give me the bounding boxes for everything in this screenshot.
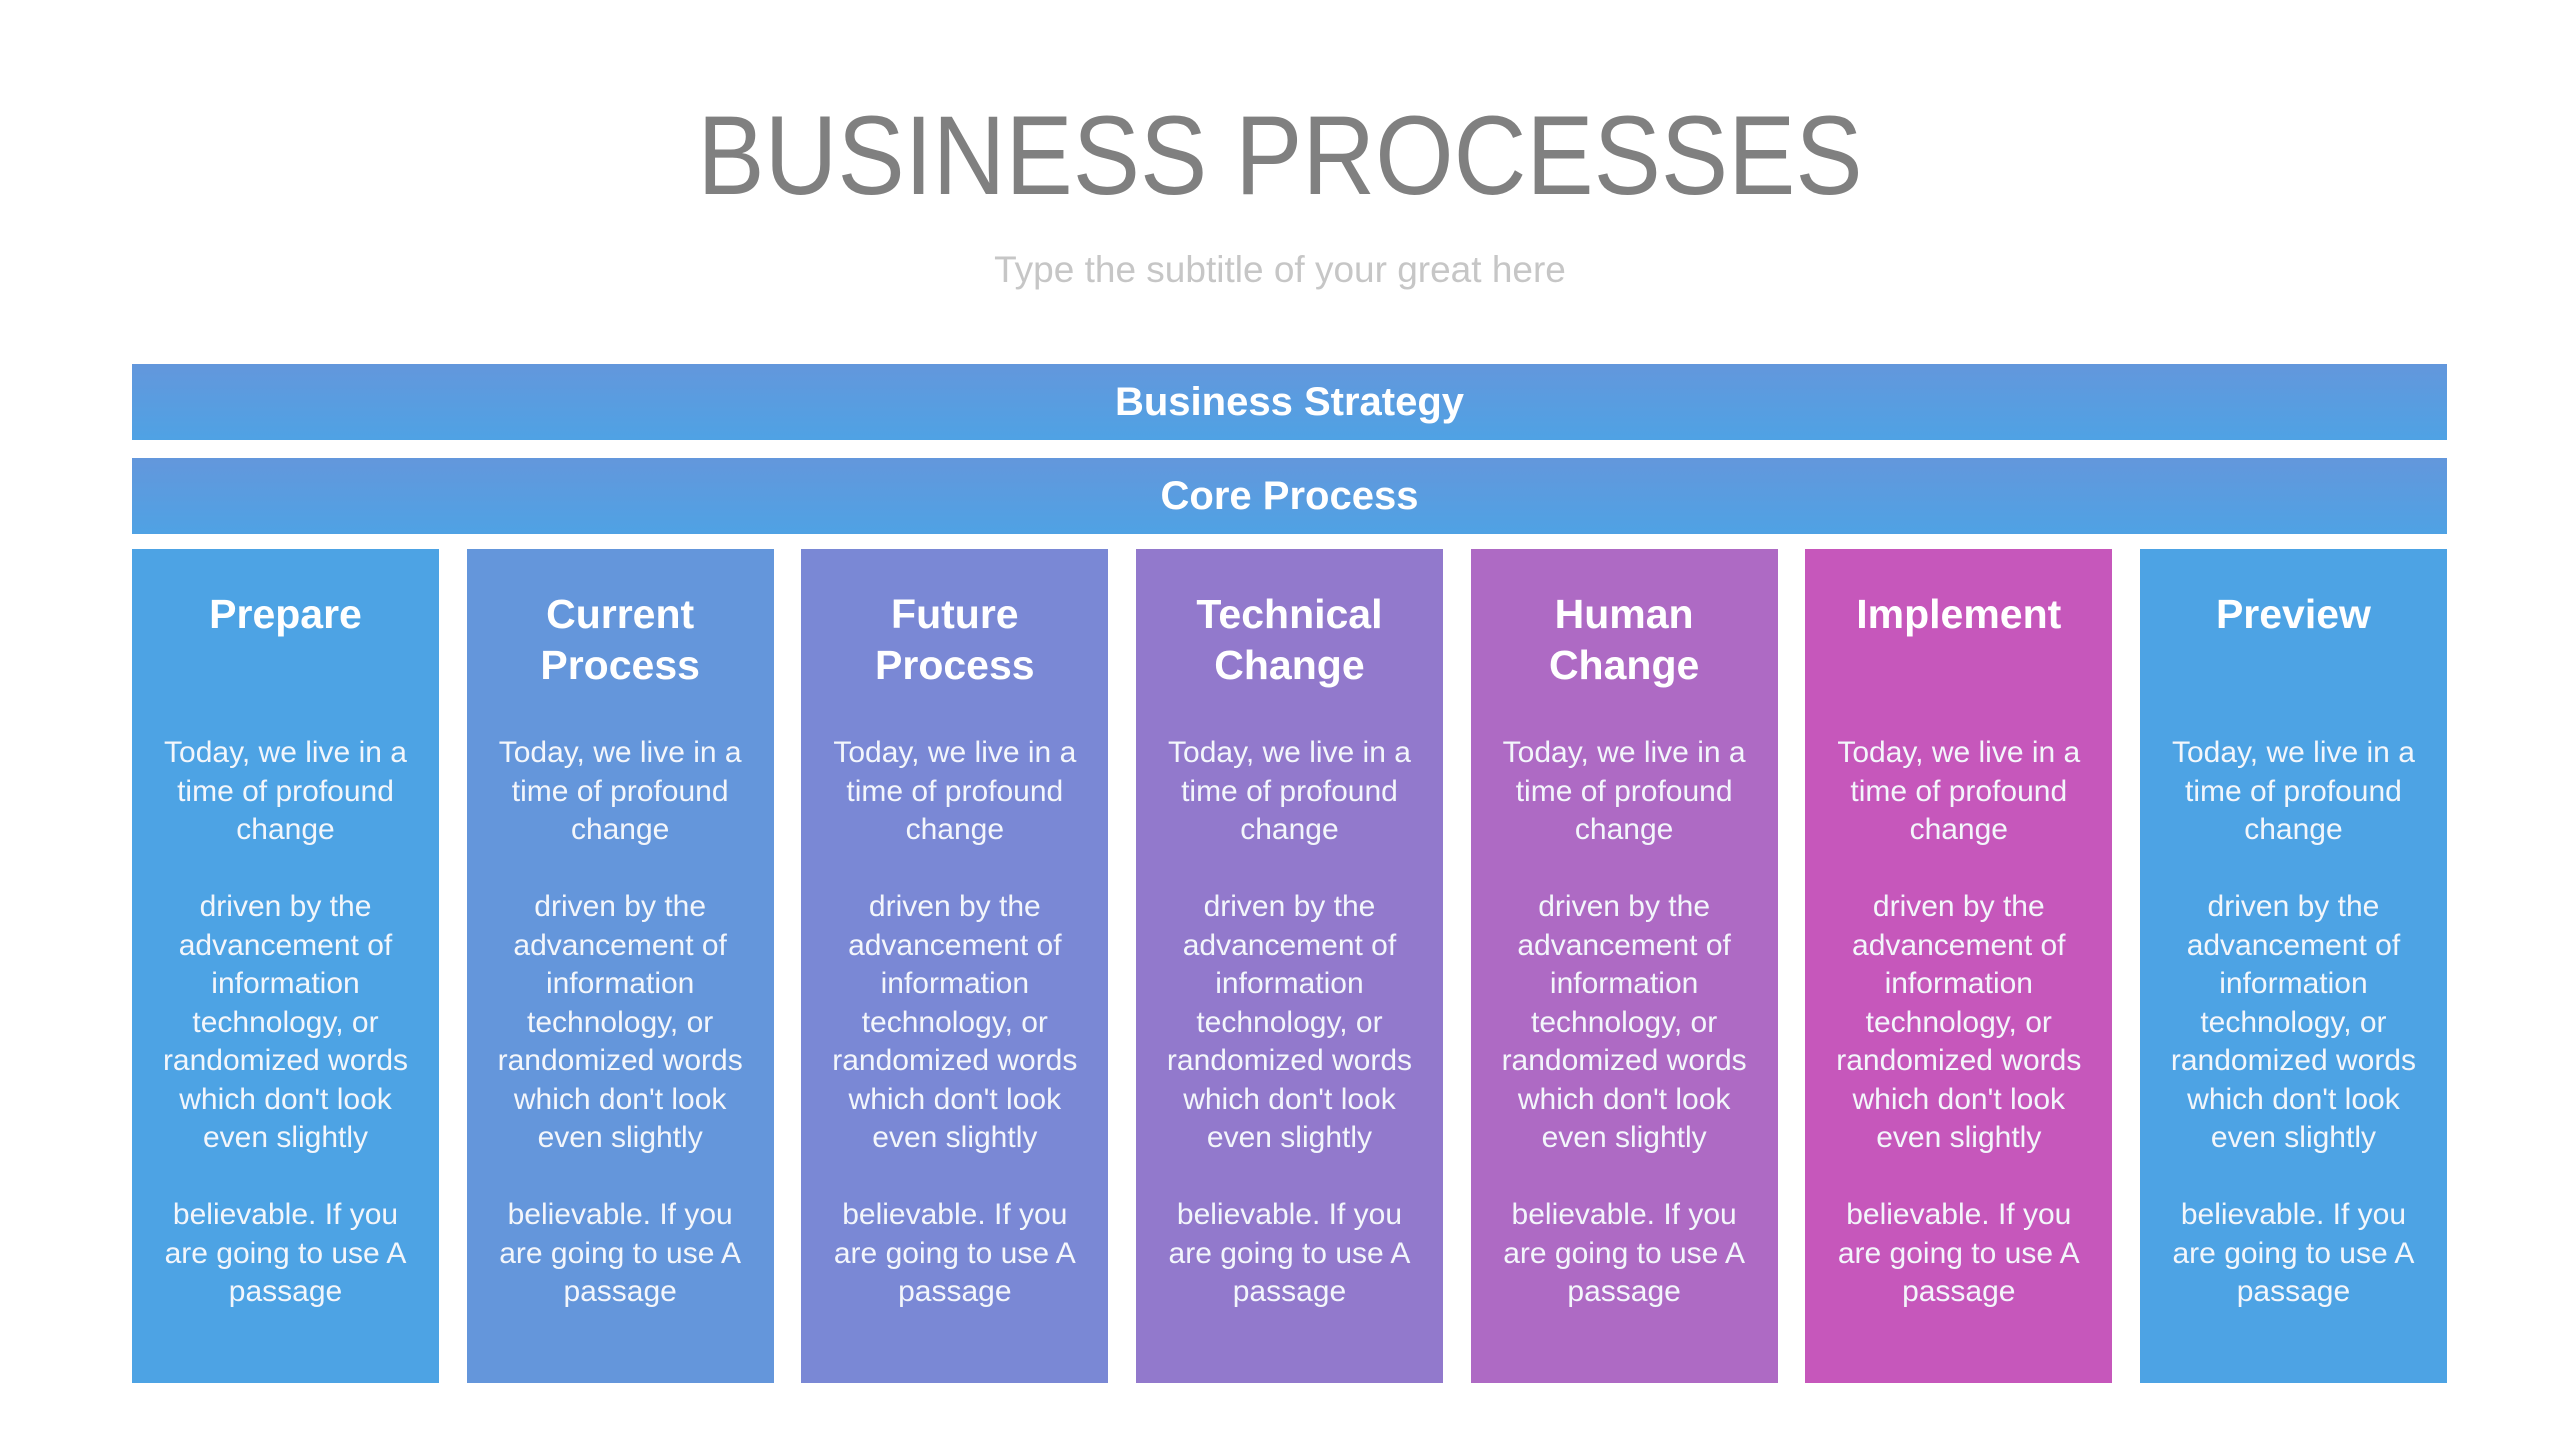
page-subtitle: Type the subtitle of your great here <box>994 249 1566 290</box>
process-column-preview: Preview Today, we live in a time of prof… <box>2139 549 2447 1383</box>
process-column-prepare: Prepare Today, we live in a time of prof… <box>132 549 439 1383</box>
column-body: Today, we live in a time of profound cha… <box>485 734 756 1312</box>
column-body: Today, we live in a time of profound cha… <box>1154 734 1425 1312</box>
process-column-human-change: Human Change Today, we live in a time of… <box>1470 549 1778 1383</box>
column-paragraph: Today, we live in a time of profound cha… <box>498 736 742 846</box>
column-paragraph: believable. If you are going to use A pa… <box>1503 1198 1746 1308</box>
process-column-future-process: Future Process Today, we live in a time … <box>801 549 1109 1383</box>
column-paragraph: driven by the advancement of information… <box>1166 890 1413 1154</box>
column-paragraph: Today, we live in a time of profound cha… <box>833 736 1077 846</box>
business-strategy-band: Business Strategy <box>132 364 2447 440</box>
column-paragraph: driven by the advancement of information… <box>2170 890 2416 1154</box>
column-title: Human Change <box>1548 591 1700 688</box>
column-paragraph: believable. If you are going to use A pa… <box>1837 1198 2080 1308</box>
column-paragraph: Today, we live in a time of profound cha… <box>1168 736 1411 846</box>
column-title: Prepare <box>209 591 362 637</box>
column-title: Preview <box>2215 591 2371 637</box>
column-body: Today, we live in a time of profound cha… <box>1489 734 1760 1312</box>
column-title: Current Process <box>540 591 700 688</box>
column-paragraph: believable. If you are going to use A pa… <box>833 1198 1076 1308</box>
column-paragraph: driven by the advancement of information… <box>1836 890 2082 1154</box>
column-paragraph: Today, we live in a time of profound cha… <box>2171 736 2415 846</box>
process-columns: Prepare Today, we live in a time of prof… <box>132 549 2447 1383</box>
column-title: Future Process <box>875 591 1035 688</box>
column-body: Today, we live in a time of profound cha… <box>819 734 1090 1312</box>
column-paragraph: believable. If you are going to use A pa… <box>164 1198 407 1308</box>
column-paragraph: Today, we live in a time of profound cha… <box>1837 736 2081 846</box>
column-paragraph: believable. If you are going to use A pa… <box>2172 1198 2415 1308</box>
column-paragraph: driven by the advancement of information… <box>1501 890 1747 1154</box>
column-paragraph: driven by the advancement of information… <box>832 890 1078 1154</box>
column-body: Today, we live in a time of profound cha… <box>150 734 421 1312</box>
process-column-current-process: Current Process Today, we live in a time… <box>466 549 774 1383</box>
column-body: Today, we live in a time of profound cha… <box>2158 734 2429 1312</box>
column-paragraph: driven by the advancement of information… <box>497 890 743 1154</box>
process-column-implement: Implement Today, we live in a time of pr… <box>1805 549 2113 1383</box>
column-title: Technical Change <box>1196 591 1383 688</box>
column-body: Today, we live in a time of profound cha… <box>1823 734 2094 1312</box>
column-title: Implement <box>1856 591 2062 637</box>
column-paragraph: Today, we live in a time of profound cha… <box>164 736 407 846</box>
column-paragraph: believable. If you are going to use A pa… <box>1168 1198 1411 1308</box>
column-paragraph: driven by the advancement of information… <box>162 890 409 1154</box>
column-paragraph: Today, we live in a time of profound cha… <box>1502 736 1746 846</box>
column-paragraph: believable. If you are going to use A pa… <box>499 1198 742 1308</box>
core-process-band: Core Process <box>132 458 2447 534</box>
page-title: BUSINESS PROCESSES <box>697 93 1863 218</box>
process-column-technical-change: Technical Change Today, we live in a tim… <box>1135 549 1443 1383</box>
